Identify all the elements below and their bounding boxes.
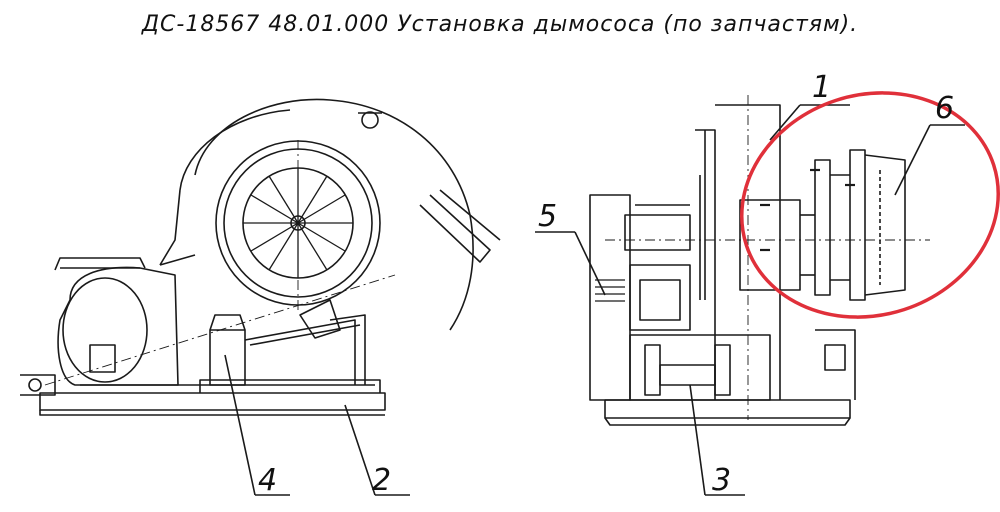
left-view <box>20 98 501 416</box>
callout-5: 5 <box>538 199 557 234</box>
callout-6: 6 <box>935 91 954 126</box>
callout-2: 2 <box>372 463 391 498</box>
callout-leaders <box>224 104 965 496</box>
callout-1: 1 <box>812 70 831 105</box>
drawing-title: ДС-18567 48.01.000 Установка дымососа (п… <box>141 12 859 37</box>
highlight-ellipse <box>740 91 1000 319</box>
right-view <box>589 95 930 426</box>
callout-3: 3 <box>712 463 731 498</box>
callout-4: 4 <box>258 463 277 498</box>
